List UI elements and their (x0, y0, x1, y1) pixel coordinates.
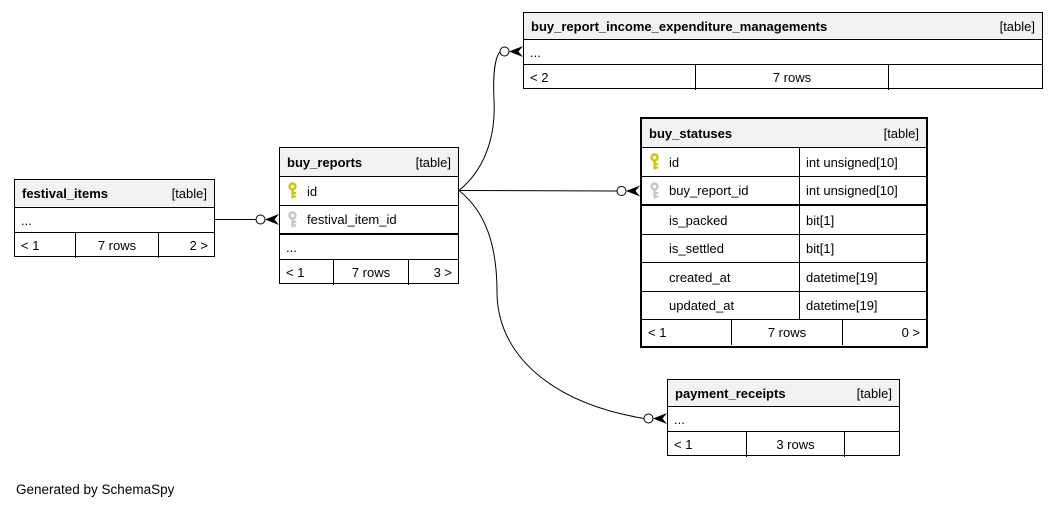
rows-count: 7 rows (75, 233, 158, 258)
crow-arrow-icon (626, 185, 640, 197)
table-type-tag: [table] (415, 154, 451, 170)
table-buy-report-income-expenditure-managements[interactable]: buy_report_income_expenditure_management… (523, 12, 1043, 90)
column-row: is_packed bit[1] (642, 206, 926, 235)
column-row: festival_item_id (280, 206, 458, 235)
column-name: id (307, 183, 318, 199)
table-type-tag: [table] (171, 186, 207, 201)
table-festival-items[interactable]: festival_items [table] ... < 1 7 rows 2 … (14, 179, 215, 258)
children-count (888, 65, 1042, 90)
table-header: buy_reports [table] (280, 148, 458, 177)
cardinality-circle-icon (643, 413, 654, 424)
cardinality-circle-icon (255, 214, 266, 225)
primary-key-icon (287, 182, 299, 200)
children-count: 3 > (408, 260, 458, 285)
generated-by-note: Generated by SchemaSpy (16, 482, 175, 497)
table-type-tag: [table] (999, 18, 1035, 34)
column-row: buy_report_id int unsigned[10] (642, 177, 926, 206)
table-buy-statuses[interactable]: buy_statuses [table] id int unsigned[10]… (640, 117, 928, 348)
fk-connector-buy-reports-to-birem (458, 46, 523, 191)
crow-arrow-icon (265, 214, 279, 225)
table-header: payment_receipts [table] (668, 380, 899, 407)
connector-line (458, 190, 618, 192)
parents-count: < 1 (21, 238, 40, 253)
hidden-columns-ellipsis: ... (674, 411, 685, 427)
rows-count: 7 rows (333, 260, 408, 285)
column-name: created_at (669, 269, 731, 285)
column-name: updated_at (669, 298, 735, 313)
table-title[interactable]: payment_receipts (675, 385, 786, 401)
table-buy-reports[interactable]: buy_reports [table] id festival_item_id (279, 147, 459, 285)
connector-line (458, 190, 645, 419)
cardinality-circle-icon (499, 46, 510, 57)
column-row: updated_at datetime[19] (642, 292, 926, 320)
table-footer: < 1 7 rows 3 > (280, 260, 458, 285)
column-type: int unsigned[10] (799, 177, 926, 204)
parents-count: < 1 (286, 265, 305, 280)
column-row: is_settled bit[1] (642, 235, 926, 263)
foreign-key-icon (287, 210, 299, 229)
table-header: festival_items [table] (15, 180, 214, 208)
table-footer: < 2 7 rows (524, 65, 1042, 90)
fk-connector-festival-items-to-buy-reports (215, 214, 279, 225)
column-name: is_packed (669, 212, 728, 228)
children-count: 0 > (842, 320, 926, 345)
crow-arrow-icon (509, 46, 523, 57)
column-type: int unsigned[10] (799, 148, 926, 176)
parents-count: < 1 (674, 437, 693, 452)
rows-count: 3 rows (746, 432, 844, 457)
column-row: created_at datetime[19] (642, 263, 926, 292)
table-payment-receipts[interactable]: payment_receipts [table] ... < 1 3 rows (667, 379, 900, 457)
primary-key-icon (649, 153, 661, 171)
column-type: bit[1] (799, 235, 926, 262)
table-footer: < 1 7 rows 2 > (15, 233, 214, 258)
hidden-columns-ellipsis: ... (530, 44, 541, 60)
column-type: bit[1] (799, 206, 926, 234)
fk-connector-buy-reports-to-payment-receipts (458, 190, 667, 424)
column-name: id (669, 154, 680, 170)
column-name: festival_item_id (307, 212, 397, 227)
rows-count: 7 rows (731, 320, 842, 345)
table-title[interactable]: buy_reports (287, 154, 363, 170)
table-header: buy_report_income_expenditure_management… (524, 13, 1042, 40)
column-type: datetime[19] (799, 263, 926, 291)
column-type: datetime[19] (799, 292, 926, 319)
table-title[interactable]: festival_items (22, 186, 108, 201)
column-name: is_settled (669, 241, 724, 256)
table-header: buy_statuses [table] (642, 119, 926, 148)
rows-count: 7 rows (695, 65, 888, 90)
fk-connector-buy-reports-to-buy-statuses (458, 185, 640, 197)
table-title[interactable]: buy_report_income_expenditure_management… (531, 18, 828, 34)
column-row: id (280, 177, 458, 206)
parents-count: < 1 (648, 325, 667, 340)
children-count (844, 432, 899, 457)
cardinality-circle-icon (616, 186, 627, 196)
table-footer: < 1 7 rows 0 > (642, 320, 926, 345)
table-footer: < 1 3 rows (668, 432, 899, 457)
column-row: id int unsigned[10] (642, 148, 926, 177)
connector-line (458, 51, 501, 191)
children-count: 2 > (158, 233, 214, 258)
table-type-tag: [table] (883, 125, 919, 141)
table-type-tag: [table] (856, 385, 892, 401)
column-name: buy_report_id (669, 183, 749, 198)
crow-arrow-icon (653, 413, 667, 424)
parents-count: < 2 (530, 70, 549, 85)
hidden-columns-ellipsis: ... (286, 239, 297, 255)
table-title[interactable]: buy_statuses (649, 125, 733, 141)
foreign-key-icon (649, 181, 661, 200)
hidden-columns-ellipsis: ... (21, 212, 32, 228)
